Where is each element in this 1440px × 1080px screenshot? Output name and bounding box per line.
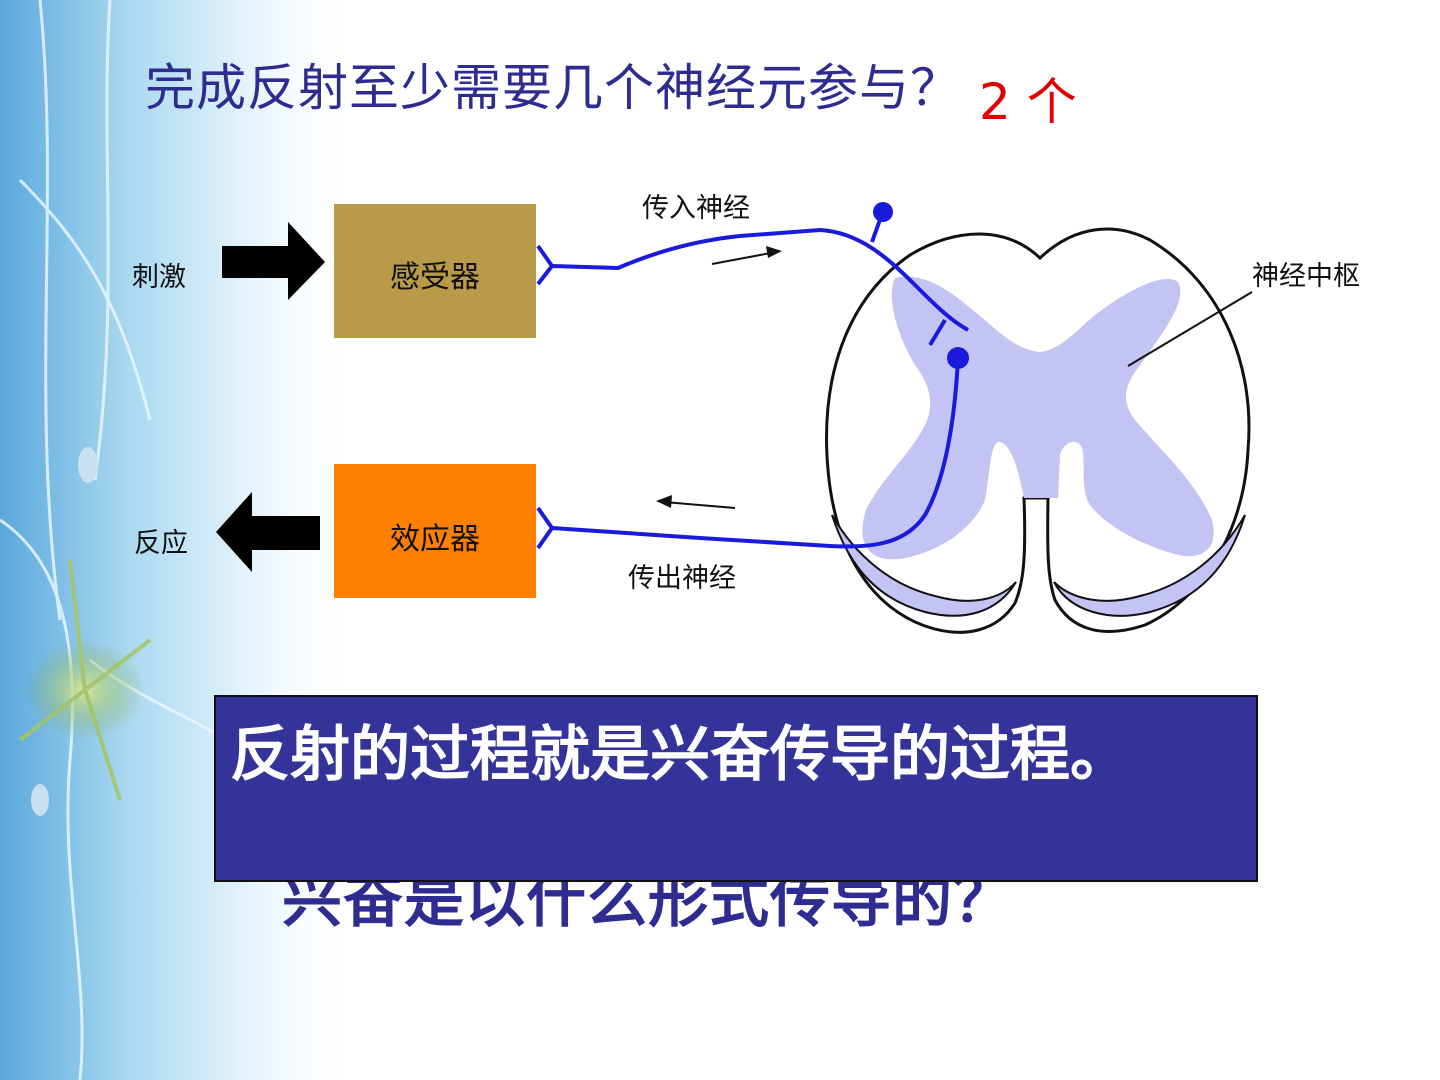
receptor-label: 感受器 bbox=[390, 260, 480, 295]
efferent-nerve-label: 传出神经 bbox=[628, 563, 736, 594]
synapse-bar bbox=[928, 318, 947, 347]
efferent-arrowhead bbox=[656, 495, 672, 508]
answer-box: 反射的过程就是兴奋传导的过程。 bbox=[214, 695, 1258, 882]
ventral-band-right bbox=[1053, 514, 1246, 617]
nerve-center-label: 神经中枢 bbox=[1252, 261, 1360, 292]
response-arrow bbox=[216, 492, 320, 572]
afferent-arrowhead bbox=[766, 246, 782, 258]
ventral-band-left bbox=[831, 514, 1017, 617]
efferent-ending-fork bbox=[536, 506, 555, 550]
title-answer: 2 个 bbox=[979, 73, 1077, 131]
center-pointer-line bbox=[1127, 291, 1253, 367]
afferent-dendrite-fork bbox=[536, 244, 555, 286]
response-label: 反应 bbox=[134, 528, 188, 559]
gray-matter bbox=[862, 276, 1214, 560]
afferent-direction-arrow bbox=[711, 251, 777, 265]
effector-label: 效应器 bbox=[390, 522, 480, 557]
slide-title: 完成反射至少需要几个神经元参与？ bbox=[145, 59, 961, 117]
effector-box bbox=[334, 464, 536, 598]
afferent-nerve-label: 传入神经 bbox=[642, 193, 750, 224]
efferent-direction-arrow bbox=[663, 501, 736, 509]
title-row: 完成反射至少需要几个神经元参与？ 2 个 bbox=[145, 48, 1077, 131]
efferent-nerve bbox=[551, 357, 960, 549]
afferent-nerve bbox=[551, 227, 969, 332]
stimulus-label: 刺激 bbox=[132, 262, 186, 293]
stimulus-arrow bbox=[222, 222, 325, 300]
receptor-box bbox=[334, 204, 536, 338]
answer-box-text: 反射的过程就是兴奋传导的过程。 bbox=[230, 720, 1130, 790]
afferent-cell-body bbox=[873, 202, 893, 222]
